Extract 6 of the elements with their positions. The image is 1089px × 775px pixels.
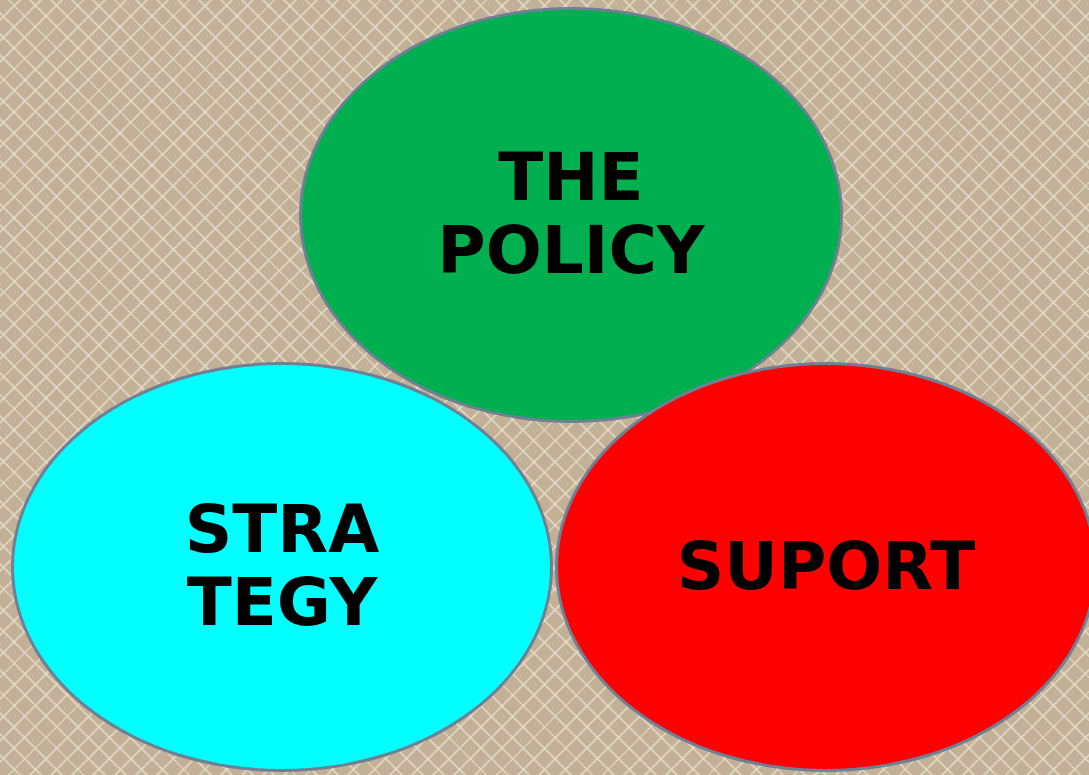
node-label: SUPORT xyxy=(676,530,976,604)
node-label: THE POLICY xyxy=(436,142,706,288)
ellipse-node xyxy=(555,362,1089,772)
node-label: STRA TEGY xyxy=(183,494,381,640)
ellipse-node xyxy=(299,7,843,423)
ellipse-node xyxy=(11,362,553,772)
